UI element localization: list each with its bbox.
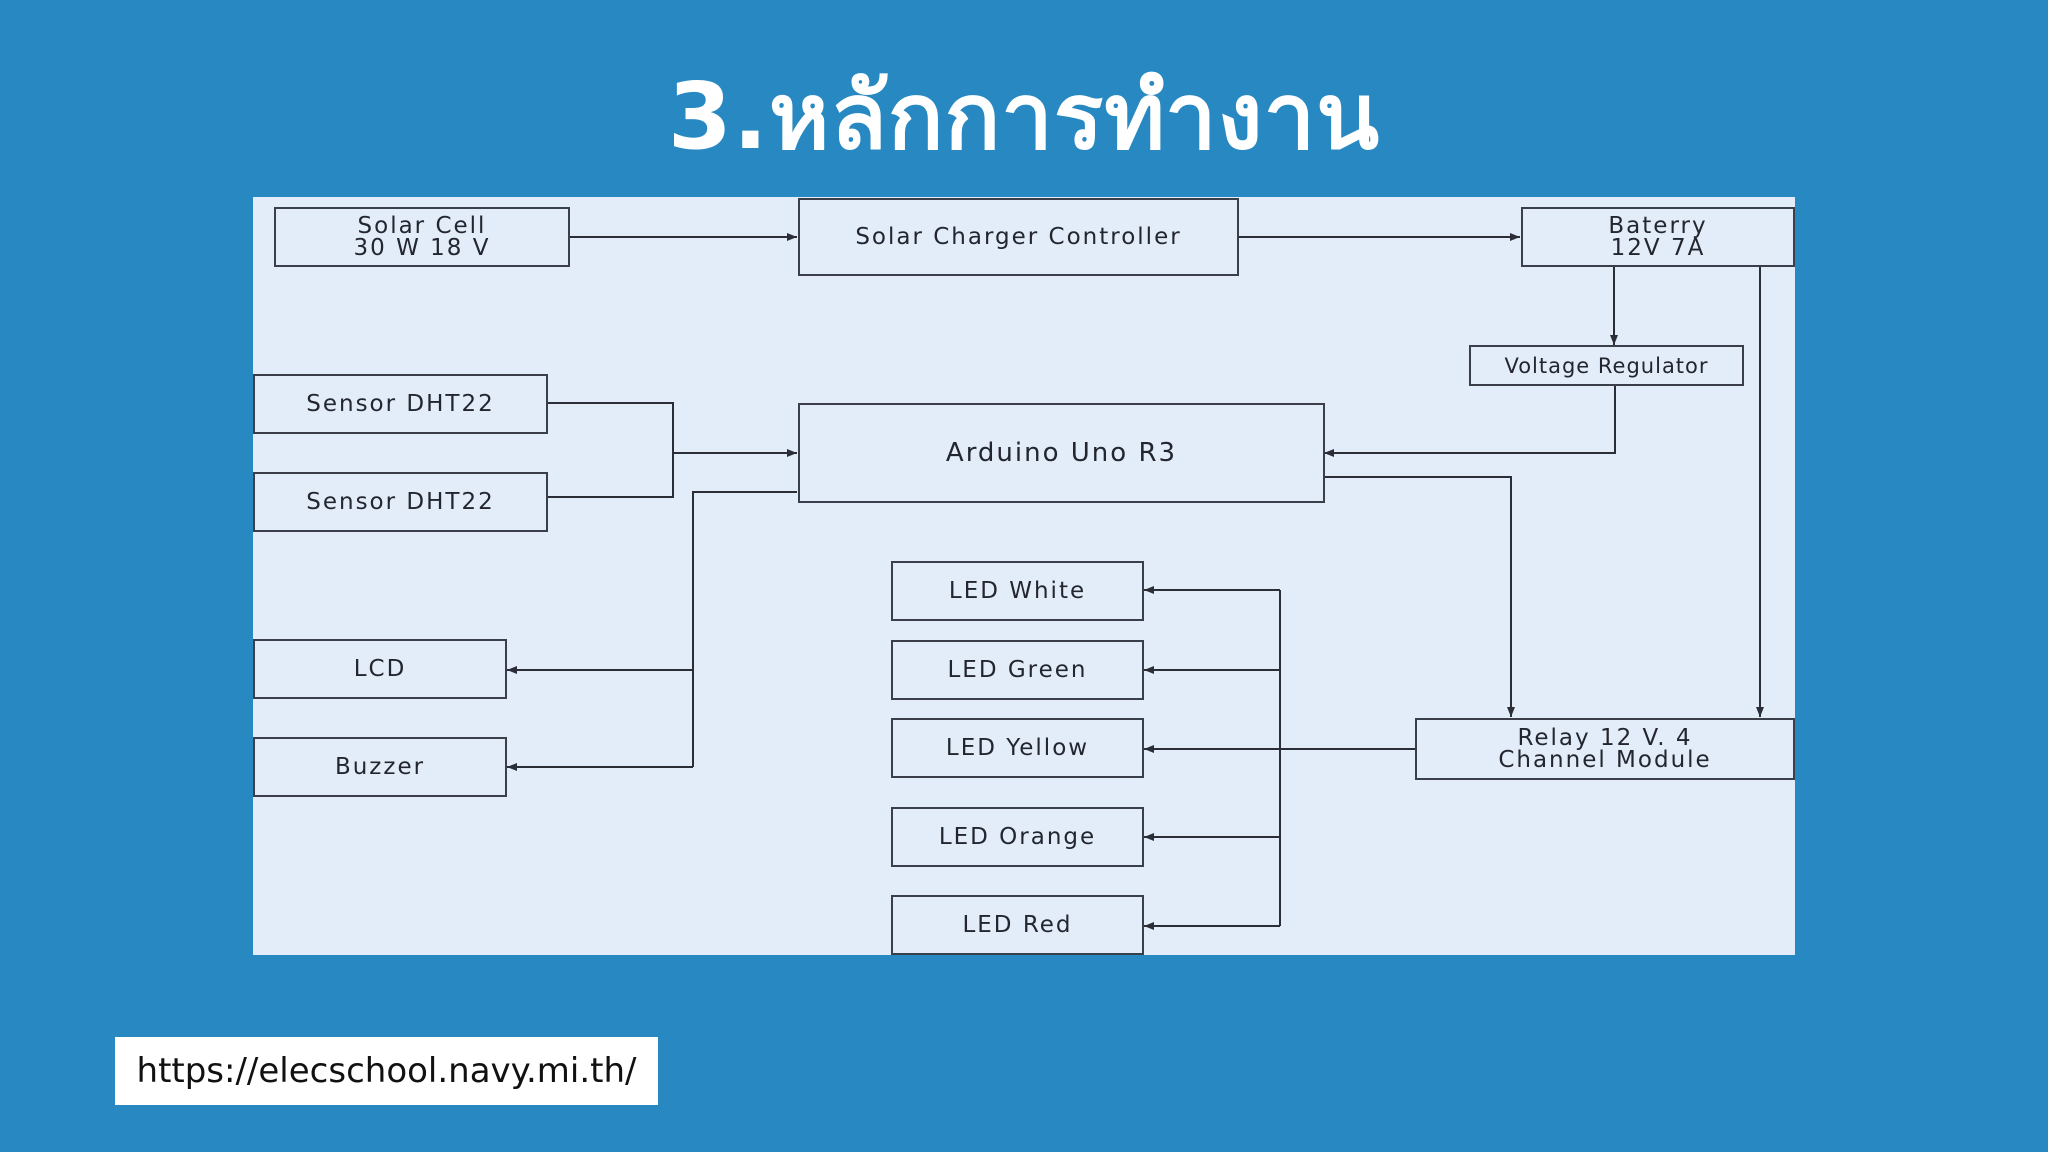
source-url[interactable]: https://elecschool.navy.mi.th/ [115, 1037, 658, 1105]
block-led-green: LED Green [891, 640, 1144, 700]
line-regulator-to-arduino [1324, 385, 1616, 457]
block-lcd: LCD [253, 639, 507, 699]
block-sensor-dht22-2: Sensor DHT22 [253, 472, 548, 532]
block-relay-module: Relay 12 V. 4 Channel Module [1415, 718, 1795, 780]
block-led-yellow: LED Yellow [891, 718, 1144, 778]
line-arduino-to-outputs [692, 491, 797, 767]
connector-lines [507, 233, 1764, 930]
line-sensor1 [547, 402, 674, 498]
block-arduino-uno-r3: Arduino Uno R3 [798, 403, 1325, 503]
block-solar-charger-controller: Solar Charger Controller [798, 198, 1239, 276]
slide-title: 3.หลักการทำงาน [667, 63, 1381, 170]
block-diagram: Solar Cell 30 W 18 V Solar Charger Contr… [253, 197, 1795, 955]
block-led-orange: LED Orange [891, 807, 1144, 867]
block-solar-cell: Solar Cell 30 W 18 V [274, 207, 570, 267]
block-battery: Baterry 12V 7A [1521, 207, 1795, 267]
block-sensor-dht22-1: Sensor DHT22 [253, 374, 548, 434]
line-arduino-to-relay [1324, 476, 1515, 717]
block-buzzer: Buzzer [253, 737, 507, 797]
block-led-white: LED White [891, 561, 1144, 621]
block-voltage-regulator: Voltage Regulator [1469, 345, 1744, 386]
block-led-red: LED Red [891, 895, 1144, 955]
